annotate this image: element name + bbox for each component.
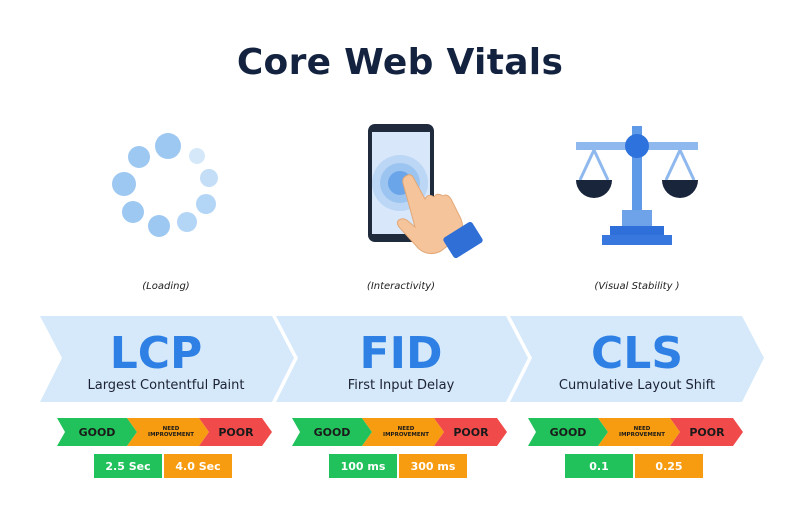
- needs-improvement-segment: [362, 418, 444, 446]
- loading-spinner-icon: [112, 133, 218, 237]
- lcp-name: Largest Contentful Paint: [87, 378, 245, 393]
- good-segment: [528, 418, 608, 446]
- fid-abbr: FID: [359, 328, 443, 379]
- fid-good-threshold: 100 ms: [329, 454, 397, 478]
- good-segment: [292, 418, 372, 446]
- good-label: GOOD: [313, 425, 351, 439]
- page-title: Core Web Vitals: [236, 42, 564, 83]
- lcp-abbr: LCP: [109, 328, 203, 379]
- cls-rating-scale: GOOD NEED IMPROVEMENT POOR: [528, 418, 743, 446]
- cls-abbr: CLS: [590, 328, 684, 379]
- good-label: GOOD: [78, 425, 116, 439]
- needs-improvement-segment: [598, 418, 680, 446]
- cls-chevron: [510, 316, 764, 402]
- needs-improvement-label: NEED IMPROVEMENT: [383, 426, 429, 438]
- lcp-caption: (Loading): [142, 281, 190, 292]
- fid-name: First Input Delay: [347, 378, 455, 393]
- lcp-chevron: [40, 316, 294, 402]
- cls-caption: (Visual Stability ): [594, 281, 680, 292]
- lcp-rating-scale: GOOD NEED IMPROVEMENT POOR: [57, 418, 272, 446]
- poor-label: POOR: [453, 425, 489, 439]
- poor-segment: [670, 418, 743, 446]
- fid-caption: (Interactivity): [366, 281, 436, 292]
- fid-rating-scale: GOOD NEED IMPROVEMENT POOR: [292, 418, 507, 446]
- fid-poor-threshold: 300 ms: [399, 454, 467, 478]
- cls-good-threshold: 0.1: [565, 454, 633, 478]
- needs-improvement-label: NEED IMPROVEMENT: [148, 426, 194, 438]
- cls-name: Cumulative Layout Shift: [558, 378, 716, 393]
- fid-chevron: [276, 316, 528, 402]
- poor-segment: [434, 418, 507, 446]
- poor-segment: [199, 418, 272, 446]
- touch-phone-icon: [368, 124, 483, 259]
- needs-improvement-label: NEED IMPROVEMENT: [619, 426, 665, 438]
- cls-poor-threshold: 0.25: [635, 454, 703, 478]
- poor-label: POOR: [218, 425, 254, 439]
- needs-improvement-segment: [127, 418, 209, 446]
- good-segment: [57, 418, 137, 446]
- lcp-good-threshold: 2.5 Sec: [94, 454, 162, 478]
- poor-label: POOR: [689, 425, 725, 439]
- lcp-poor-threshold: 4.0 Sec: [164, 454, 232, 478]
- good-label: GOOD: [549, 425, 587, 439]
- balance-scale-icon: [576, 126, 698, 245]
